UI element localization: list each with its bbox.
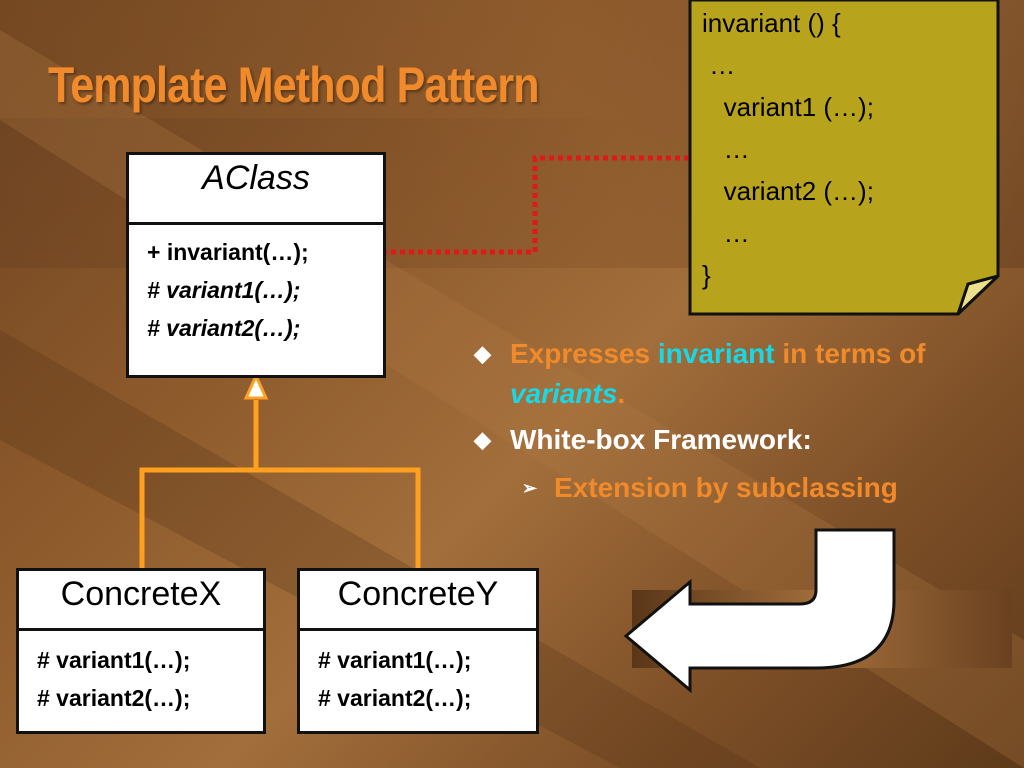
- concretey-name: ConcreteY: [300, 571, 536, 631]
- concretex-box: ConcreteX # variant1(…); # variant2(…);: [16, 568, 266, 734]
- concretex-op-variant2: # variant2(…);: [37, 685, 191, 711]
- code-note-fold: [956, 274, 1000, 316]
- aclass-name: AClass: [129, 155, 383, 225]
- bullet-highlight-invariant: invariant: [657, 338, 775, 369]
- inheritance-line-x: [139, 400, 259, 568]
- inheritance-arrowhead: [243, 372, 269, 400]
- diamond-bullet-icon: ◆: [474, 427, 491, 452]
- bullet-list: ◆ Expresses invariant in terms of varian…: [470, 334, 1010, 508]
- aclass-op-invariant: + invariant(…);: [147, 239, 309, 265]
- note-line: invariant () {: [702, 8, 841, 38]
- aclass-op-variant2: # variant2(…);: [147, 315, 301, 341]
- note-line: …: [702, 134, 750, 164]
- note-line: …: [702, 50, 736, 80]
- concretex-op-variant1: # variant1(…);: [37, 647, 191, 673]
- concretex-operations: # variant1(…); # variant2(…);: [19, 631, 263, 717]
- code-note-text: invariant () { … variant1 (…); … variant…: [702, 2, 992, 296]
- aclass-operations: + invariant(…); # variant1(…); # variant…: [129, 225, 383, 347]
- bullet-text: Expresses: [510, 338, 658, 369]
- dotted-link-line: [382, 155, 688, 255]
- inheritance-line-y: [256, 467, 421, 568]
- bullet-text: White-box Framework:: [510, 424, 812, 455]
- note-line: }: [702, 260, 711, 290]
- note-line: variant2 (…);: [702, 176, 874, 206]
- concretex-name: ConcreteX: [19, 571, 263, 631]
- bullet-text: Extension by subclassing: [554, 472, 898, 503]
- bullet-text: .: [617, 378, 626, 409]
- concretey-operations: # variant1(…); # variant2(…);: [300, 631, 536, 717]
- bullet-text: in terms of: [774, 338, 926, 369]
- bullet-highlight-variants: variants: [510, 378, 618, 409]
- bullet-whitebox: ◆ White-box Framework:: [470, 420, 1010, 460]
- concretey-op-variant2: # variant2(…);: [318, 685, 472, 711]
- concretey-op-variant1: # variant1(…);: [318, 647, 472, 673]
- diamond-bullet-icon: ◆: [474, 341, 491, 366]
- bullet-expresses: ◆ Expresses invariant in terms of varian…: [470, 334, 1010, 414]
- note-line: variant1 (…);: [702, 92, 874, 122]
- slide-title: Template Method Pattern: [48, 57, 540, 113]
- note-line: …: [702, 218, 750, 248]
- aclass-box: AClass + invariant(…); # variant1(…); # …: [126, 152, 386, 378]
- concretey-box: ConcreteY # variant1(…); # variant2(…);: [297, 568, 539, 734]
- chevron-right-icon: ➢: [522, 478, 538, 498]
- sub-bullet-extension: ➢ Extension by subclassing: [470, 468, 1010, 508]
- aclass-op-variant1: # variant1(…);: [147, 277, 301, 303]
